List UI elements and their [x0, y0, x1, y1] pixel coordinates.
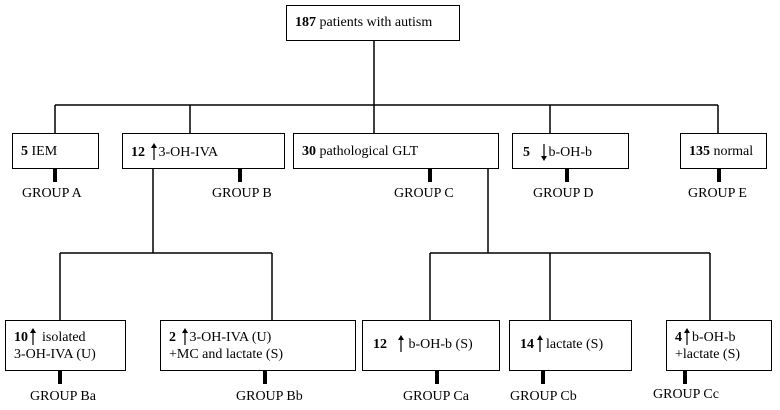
- group-bb-count: 2: [169, 330, 176, 345]
- group-b-count: 12: [131, 145, 145, 160]
- arrow-down-icon: [540, 144, 547, 161]
- group-c-label: pathological GLT: [319, 144, 419, 159]
- arrow-up-icon: [181, 328, 188, 345]
- group-c-caption: GROUP C: [394, 186, 454, 201]
- group-cc-count: 4: [675, 330, 682, 345]
- group-ba-box: 10 isolated 3-OH-IVA (U): [5, 320, 126, 371]
- arrow-up-icon: [684, 328, 690, 345]
- group-ba-caption: GROUP Ba: [30, 389, 96, 404]
- root-box: 187 patients with autism: [286, 5, 460, 41]
- group-cc-box: 4 b-OH-b +lactate (S): [666, 320, 772, 371]
- root-count: 187: [295, 15, 316, 30]
- group-d-count: 5: [523, 145, 530, 160]
- group-b-box: 12 3-OH-IVA: [122, 133, 285, 169]
- root-label: patients with autism: [319, 15, 433, 30]
- group-d-box: 5 b-OH-b: [512, 133, 629, 169]
- group-ba-count: 10: [14, 330, 28, 345]
- group-b-caption: GROUP B: [212, 186, 272, 201]
- group-ca-caption: GROUP Ca: [403, 389, 469, 404]
- group-e-label: normal: [713, 144, 754, 159]
- arrow-up-icon: [150, 143, 157, 160]
- group-ca-line1: b-OH-b (S): [408, 337, 473, 352]
- group-bb-box: 2 3-OH-IVA (U) +MC and lactate (S): [160, 320, 356, 371]
- group-a-caption: GROUP A: [22, 186, 82, 201]
- group-cc-line1: b-OH-b: [692, 330, 736, 345]
- group-cc-line2: +lactate (S): [675, 347, 741, 362]
- group-cb-box: 14 lactate (S): [509, 320, 632, 371]
- group-bb-caption: GROUP Bb: [236, 389, 303, 404]
- group-ba-line2: 3-OH-IVA (U): [14, 347, 96, 362]
- group-a-count: 5: [21, 144, 28, 159]
- group-bb-line2: +MC and lactate (S): [169, 347, 284, 362]
- group-b-label: 3-OH-IVA: [158, 145, 219, 160]
- group-d-caption: GROUP D: [533, 186, 594, 201]
- group-cb-line1: lactate (S): [546, 337, 604, 352]
- group-e-caption: GROUP E: [688, 186, 747, 201]
- group-bb-line1: 3-OH-IVA (U): [189, 330, 272, 345]
- group-c-count: 30: [302, 144, 316, 159]
- group-a-box: 5 IEM: [12, 133, 99, 169]
- group-cc-caption: GROUP Cc: [653, 387, 719, 402]
- group-ba-line1: isolated: [42, 330, 86, 345]
- group-e-count: 135: [689, 144, 710, 159]
- arrow-up-icon: [397, 335, 404, 352]
- group-cb-caption: GROUP Cb: [510, 389, 577, 404]
- group-a-label: IEM: [31, 144, 58, 159]
- group-e-box: 135 normal: [680, 133, 767, 169]
- group-d-label: b-OH-b: [548, 145, 593, 160]
- arrow-up-icon: [537, 335, 543, 352]
- group-ca-box: 12 b-OH-b (S): [362, 320, 500, 371]
- group-cb-count: 14: [520, 337, 534, 352]
- group-c-box: 30 pathological GLT: [293, 133, 499, 169]
- group-ca-count: 12: [373, 337, 387, 352]
- arrow-up-icon: [30, 328, 36, 345]
